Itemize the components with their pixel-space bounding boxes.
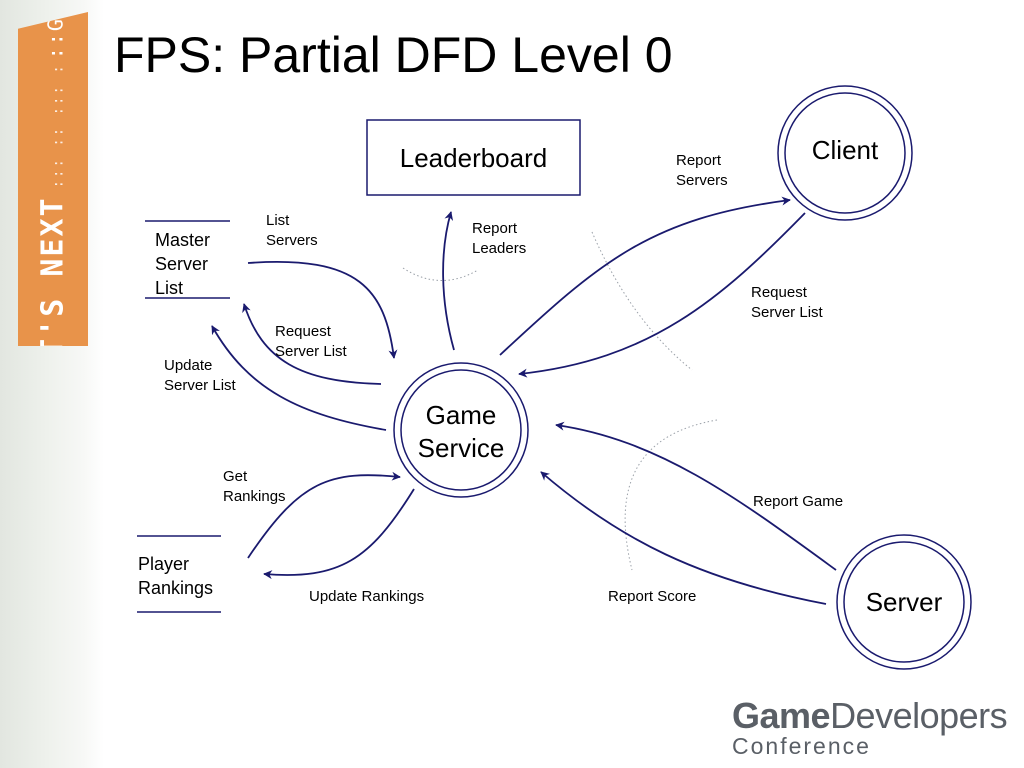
flow-report-game-arrow: [555, 421, 837, 571]
flow-report-servers-arrow: [499, 196, 791, 356]
sidebar-decoration: WHAT'S NEXT::: :: ::: :::GDC:06: [0, 0, 104, 768]
leaderboard-label: Leaderboard: [399, 143, 548, 173]
boundary-server: [624, 419, 718, 571]
player-rankings-label: Player Rankings: [138, 554, 214, 598]
logo-developers-text: Developers: [830, 695, 1008, 736]
report-score-label: Report Score: [608, 588, 697, 605]
flow-list-servers-arrow: [247, 261, 398, 359]
flow-update-rankings-arrow: [263, 488, 415, 580]
client-label: Client: [811, 135, 879, 165]
logo-game-text: Game: [732, 695, 831, 736]
slide-title: FPS: Partial DFD Level 0: [114, 27, 673, 83]
boundary-top: [402, 267, 479, 281]
flow-request-server-list-left-arrow: [242, 303, 382, 385]
master-server-list-label: Master Server List: [155, 230, 211, 298]
flow-get-rankings-arrow: [247, 471, 401, 559]
game-service-process: [393, 362, 529, 498]
logo-wordmark: GameDevelopers: [732, 695, 1008, 737]
list-servers-label: List Servers: [266, 212, 318, 249]
gdc-logo: GameDevelopers Conference: [732, 695, 1008, 760]
leaderboard-box: [366, 119, 581, 196]
boundary-client: [591, 231, 693, 371]
update-rankings-label: Update Rankings: [309, 588, 425, 605]
trust-boundaries: [402, 231, 718, 571]
logo-conference-text: Conference: [732, 733, 871, 759]
flow-update-server-list-arrow: [211, 325, 387, 431]
request-server-list-right-label: Request Server List: [751, 284, 823, 321]
data-store-lines: [137, 220, 230, 613]
get-rankings-label: Get Rankings: [223, 468, 286, 505]
whats-next-banner: WHAT'S NEXT::: :: ::: :::GDC:06: [18, 12, 88, 346]
report-servers-label: Report Servers: [676, 152, 728, 189]
client-entity: [777, 85, 913, 221]
flow-request-server-list-right-arrow: [518, 212, 806, 378]
report-game-label: Report Game: [753, 493, 844, 510]
update-server-list-label: Update Server List: [164, 357, 236, 394]
server-entity: [836, 534, 972, 670]
report-leaders-label: Report Leaders: [472, 220, 527, 257]
flow-report-leaders-arrow: [442, 211, 455, 351]
server-label: Server: [865, 587, 943, 617]
request-server-list-left-label: Request Server List: [275, 323, 347, 360]
flow-report-score-arrow: [540, 471, 827, 605]
game-service-label: Game Service: [417, 400, 505, 463]
